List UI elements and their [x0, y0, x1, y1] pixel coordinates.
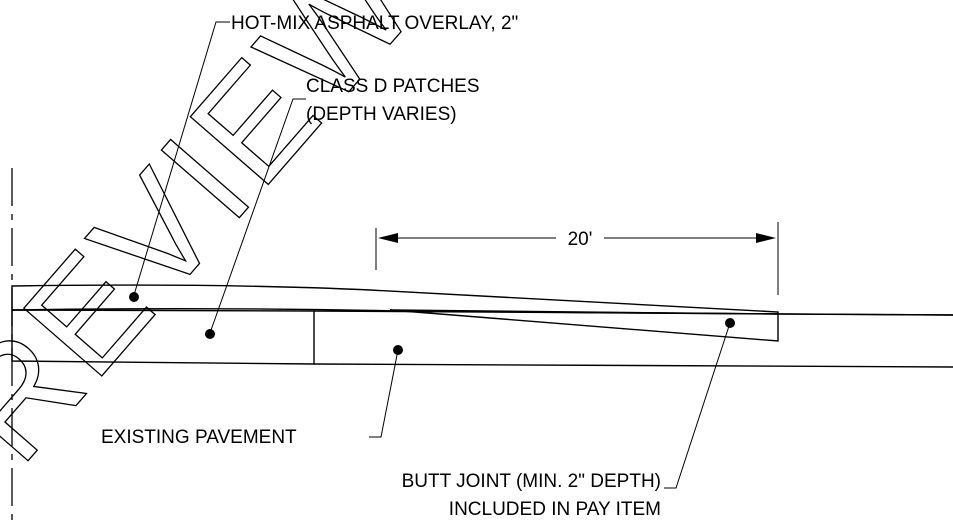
- patches-label-line1: CLASS D PATCHES: [306, 76, 480, 97]
- existing-surface-right: [777, 313, 953, 316]
- existing-label: EXISTING PAVEMENT: [101, 427, 297, 448]
- patches-label-line2: (DEPTH VARIES): [306, 104, 457, 125]
- butt-joint-wedge: [389, 309, 779, 342]
- butt-joint-leader-dot: [725, 318, 735, 328]
- butt-joint-label-line2: INCLUDED IN PAY ITEM: [449, 499, 661, 520]
- dimension-arrow-right: [756, 233, 776, 243]
- dimension-label: 20': [568, 229, 593, 250]
- review-watermark: REVIEW ONLY: [0, 0, 750, 492]
- existing-leader: [369, 349, 399, 438]
- overlay-leader: [133, 21, 230, 296]
- patches-leader-dot: [205, 329, 215, 339]
- overlay-leader-dot: [129, 292, 139, 302]
- existing-pavement-bottom-line: [313, 363, 953, 368]
- butt-joint-label-line1: BUTT JOINT (MIN. 2" DEPTH): [402, 471, 661, 492]
- overlay-label: HOT-MIX ASPHALT OVERLAY, 2": [231, 13, 518, 34]
- butt-joint-leader: [664, 322, 731, 489]
- patches-leader: [209, 98, 306, 334]
- dimension-arrow-left: [378, 233, 398, 243]
- existing-leader-dot: [393, 345, 403, 355]
- class-d-patch: [11, 309, 315, 365]
